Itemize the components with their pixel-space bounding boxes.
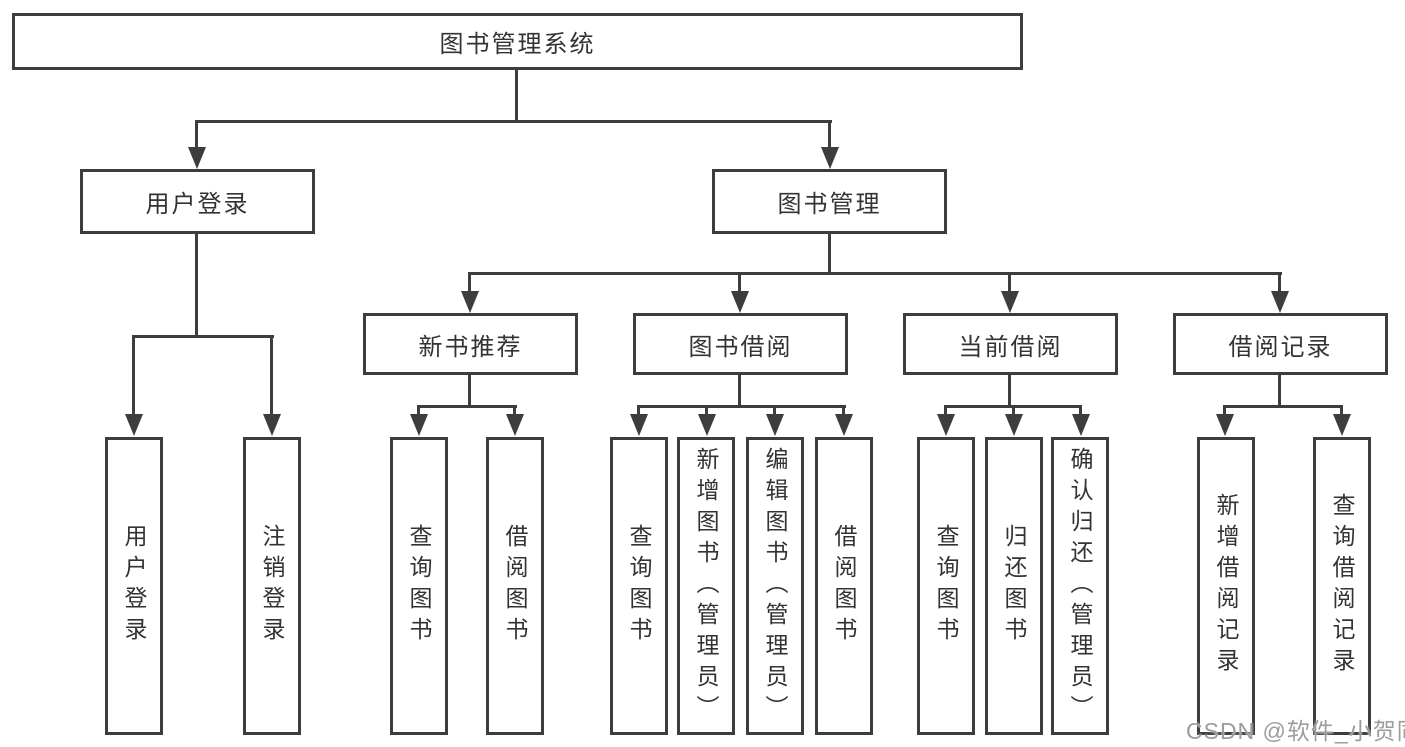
arrow-down-icon bbox=[461, 291, 479, 313]
connector-line bbox=[195, 120, 198, 149]
arrow-down-icon bbox=[1001, 291, 1019, 313]
arrow-down-icon bbox=[821, 147, 839, 169]
connector-line bbox=[468, 373, 471, 408]
node-leaf-rec-query-books-label: 查询图书 bbox=[406, 524, 432, 648]
connector-line bbox=[944, 405, 947, 416]
connector-line bbox=[1008, 373, 1011, 408]
connector-line bbox=[1278, 373, 1281, 408]
connector-line bbox=[1278, 272, 1281, 293]
arrow-down-icon bbox=[125, 414, 143, 436]
node-leaf-user-login-label: 用户登录 bbox=[121, 524, 147, 648]
arrow-down-icon bbox=[835, 414, 853, 436]
node-leaf-cur-return-books-label: 归还图书 bbox=[1001, 524, 1027, 648]
connector-line bbox=[637, 405, 640, 416]
arrow-down-icon bbox=[506, 414, 524, 436]
connector-line bbox=[705, 405, 708, 416]
node-current-borrowing: 当前借阅 bbox=[903, 313, 1118, 375]
node-leaf-add-borrow-record-label: 新增借阅记录 bbox=[1213, 493, 1239, 679]
node-root-label: 图书管理系统 bbox=[439, 31, 596, 58]
node-leaf-cur-confirm-return: 确认归还（管理员） bbox=[1051, 437, 1109, 735]
node-leaf-query-borrow-record: 查询借阅记录 bbox=[1313, 437, 1371, 735]
connector-line bbox=[195, 232, 198, 337]
node-book-borrowing-label: 图书借阅 bbox=[688, 333, 793, 361]
arrow-down-icon bbox=[766, 414, 784, 436]
connector-line bbox=[1079, 405, 1082, 416]
connector-line bbox=[1008, 272, 1011, 293]
connector-line bbox=[513, 405, 516, 416]
connector-line bbox=[132, 335, 135, 415]
csdn-watermark: CSDN @软件_小贺同学 bbox=[1186, 718, 1405, 744]
connector-line bbox=[468, 272, 471, 293]
connector-line bbox=[1223, 405, 1343, 408]
node-leaf-bor-add-books: 新增图书（管理员） bbox=[677, 437, 735, 735]
arrow-down-icon bbox=[698, 414, 716, 436]
connector-line bbox=[738, 272, 741, 293]
node-book-borrowing: 图书借阅 bbox=[633, 313, 848, 375]
connector-line bbox=[1223, 405, 1226, 416]
connector-line bbox=[637, 405, 846, 408]
connector-line bbox=[828, 120, 831, 149]
connector-line bbox=[842, 405, 845, 416]
node-new-book-rec: 新书推荐 bbox=[363, 313, 578, 375]
node-new-book-rec-label: 新书推荐 bbox=[418, 333, 523, 361]
node-leaf-bor-edit-books-label: 编辑图书（管理员） bbox=[762, 446, 788, 726]
node-leaf-bor-query-books-label: 查询图书 bbox=[626, 524, 652, 648]
arrow-down-icon bbox=[1072, 414, 1090, 436]
connector-line bbox=[773, 405, 776, 416]
node-leaf-logout-label: 注销登录 bbox=[259, 524, 285, 648]
node-borrowing-records-label: 借阅记录 bbox=[1228, 333, 1333, 361]
connector-line bbox=[828, 232, 831, 274]
connector-line bbox=[468, 272, 1282, 275]
connector-line bbox=[515, 69, 518, 122]
node-leaf-add-borrow-record: 新增借阅记录 bbox=[1197, 437, 1255, 735]
connector-line bbox=[132, 335, 274, 338]
connector-line bbox=[270, 335, 273, 415]
node-leaf-bor-query-books: 查询图书 bbox=[610, 437, 668, 735]
arrow-down-icon bbox=[1216, 414, 1234, 436]
connector-line bbox=[417, 405, 420, 416]
node-leaf-bor-borrow-books: 借阅图书 bbox=[815, 437, 873, 735]
connector-line bbox=[417, 405, 517, 408]
arrow-down-icon bbox=[630, 414, 648, 436]
connector-line bbox=[1340, 405, 1343, 416]
node-leaf-cur-confirm-return-label: 确认归还（管理员） bbox=[1067, 446, 1093, 726]
node-leaf-rec-borrow-books: 借阅图书 bbox=[486, 437, 544, 735]
node-leaf-cur-query-books: 查询图书 bbox=[917, 437, 975, 735]
node-book-mgmt-label: 图书管理 bbox=[777, 191, 882, 218]
node-current-borrowing-label: 当前借阅 bbox=[958, 333, 1063, 361]
arrow-down-icon bbox=[188, 147, 206, 169]
connector-line bbox=[1012, 405, 1015, 416]
node-leaf-cur-return-books: 归还图书 bbox=[985, 437, 1043, 735]
arrow-down-icon bbox=[410, 414, 428, 436]
node-leaf-rec-borrow-books-label: 借阅图书 bbox=[502, 524, 528, 648]
node-leaf-bor-edit-books: 编辑图书（管理员） bbox=[746, 437, 804, 735]
node-leaf-cur-query-books-label: 查询图书 bbox=[933, 524, 959, 648]
node-leaf-bor-add-books-label: 新增图书（管理员） bbox=[693, 446, 719, 726]
arrow-down-icon bbox=[731, 291, 749, 313]
connector-line bbox=[738, 373, 741, 408]
node-leaf-logout: 注销登录 bbox=[243, 437, 301, 735]
connector-line bbox=[195, 120, 832, 123]
arrow-down-icon bbox=[1005, 414, 1023, 436]
arrow-down-icon bbox=[263, 414, 281, 436]
node-user-login: 用户登录 bbox=[80, 169, 315, 234]
node-borrowing-records: 借阅记录 bbox=[1173, 313, 1388, 375]
node-leaf-bor-borrow-books-label: 借阅图书 bbox=[831, 524, 857, 648]
node-leaf-user-login: 用户登录 bbox=[105, 437, 163, 735]
node-book-mgmt: 图书管理 bbox=[712, 169, 947, 234]
node-root: 图书管理系统 bbox=[12, 13, 1023, 70]
arrow-down-icon bbox=[937, 414, 955, 436]
arrow-down-icon bbox=[1271, 291, 1289, 313]
node-leaf-rec-query-books: 查询图书 bbox=[390, 437, 448, 735]
node-leaf-query-borrow-record-label: 查询借阅记录 bbox=[1329, 493, 1355, 679]
arrow-down-icon bbox=[1333, 414, 1351, 436]
node-user-login-label: 用户登录 bbox=[145, 191, 250, 218]
